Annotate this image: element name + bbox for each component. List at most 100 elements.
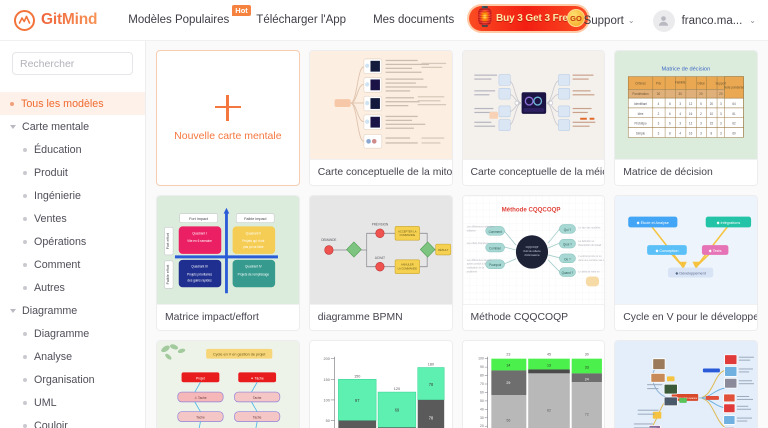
svg-text:réalisation de la: réalisation de la — [466, 267, 484, 270]
svg-text:3: 3 — [720, 131, 722, 135]
header-right: Support ⌄ franco.ma... ⌄ — [584, 0, 756, 41]
chevron-down-icon — [10, 308, 16, 313]
bullet-icon — [23, 285, 27, 290]
svg-text:33: 33 — [584, 365, 588, 369]
sidebar-item-education[interactable]: Éducation — [0, 138, 145, 161]
svg-text:3: 3 — [720, 112, 722, 116]
sidebar-item-label: Ventes — [34, 212, 67, 225]
brand-logo[interactable]: GitMind — [14, 9, 98, 31]
svg-text:Critères: Critères — [635, 81, 646, 85]
card-thumbnail — [462, 51, 605, 159]
svg-text:30: 30 — [657, 92, 661, 96]
template-card-matrice-decision[interactable]: Matrice de décision — [614, 50, 758, 186]
nav-item-telecharger-app[interactable]: Télécharger l'App — [256, 14, 347, 26]
card-title: Cycle en V pour le développeme... — [615, 304, 757, 330]
svg-text:Prototipo: Prototipo — [635, 122, 647, 126]
username-label: franco.ma... — [681, 14, 743, 27]
svg-text:Tache: Tache — [253, 416, 262, 420]
nav-item-mes-documents[interactable]: Mes documents — [373, 14, 455, 26]
promo-go-button[interactable]: GO — [567, 9, 585, 27]
app-header: GitMind Modèles Populaires Hot Télécharg… — [0, 0, 768, 41]
svg-text:24: 24 — [584, 377, 588, 381]
sidebar-item-couloir[interactable]: Couloir — [0, 414, 145, 428]
sidebar-item-diagramme-group[interactable]: Diagramme — [0, 299, 145, 322]
sidebar-item-carte-mentale[interactable]: Carte mentale — [0, 115, 145, 138]
svg-text:Projet: Projet — [196, 376, 205, 380]
sidebar-item-label: Couloir — [34, 419, 68, 428]
template-card-media-mindmap[interactable]: Plan de prévention séance 102 — [614, 340, 758, 428]
svg-text:Tache: Tache — [196, 416, 205, 420]
svg-text:Support: Support — [716, 81, 727, 85]
sidebar-item-label: Produit — [34, 166, 68, 179]
sidebar-item-operations[interactable]: Opérations — [0, 230, 145, 253]
search-input[interactable] — [20, 57, 145, 70]
svg-text:Quoi ?: Quoi ? — [562, 243, 571, 247]
svg-text:16: 16 — [689, 131, 693, 135]
support-menu[interactable]: Support ⌄ — [584, 15, 635, 27]
user-menu[interactable]: franco.ma... ⌄ — [652, 9, 756, 32]
new-mindmap-card[interactable]: Nouvelle carte mentale — [156, 50, 300, 186]
svg-text:Idée: Idée — [638, 112, 644, 116]
template-card-cqqcoqp[interactable]: Méthode CQQCOQP CQQCOQP Outil de collect… — [461, 195, 606, 331]
svg-text:29: 29 — [506, 381, 510, 385]
bullet-icon — [23, 354, 27, 359]
bullet-icon — [23, 423, 27, 428]
svg-text:3: 3 — [658, 131, 660, 135]
sidebar-item-analyse[interactable]: Analyse — [0, 345, 145, 368]
template-card-gantt-gestion-projet[interactable]: Cycle en V en gestion de projet Projet ⚠… — [156, 340, 300, 428]
svg-text:dans une certaine cas exemple: dans une certaine cas exemple — [578, 259, 604, 262]
svg-text:◆ Étude et Analyse: ◆ Étude et Analyse — [637, 220, 669, 225]
svg-text:La définition et: La définition et — [578, 240, 594, 243]
svg-text:pas pu se faire: pas pu se faire — [243, 245, 264, 249]
svg-text:72: 72 — [584, 413, 588, 417]
svg-text:62: 62 — [546, 409, 550, 413]
svg-text:Projets qui n'ont: Projets qui n'ont — [242, 239, 264, 243]
bullet-icon — [10, 101, 14, 106]
svg-text:8: 8 — [669, 131, 671, 135]
svg-text:20: 20 — [480, 424, 484, 428]
svg-text:40: 40 — [480, 407, 484, 411]
svg-text:16: 16 — [689, 112, 693, 116]
chevron-down-icon: ⌄ — [627, 16, 635, 25]
bullet-icon — [23, 239, 27, 244]
svg-text:2: 2 — [658, 112, 660, 116]
sidebar-item-produit[interactable]: Produit — [0, 161, 145, 184]
search-box[interactable] — [12, 52, 145, 75]
sidebar-item-ingenierie[interactable]: Ingénierie — [0, 184, 145, 207]
promo-banner[interactable]: 🏮 Buy 3 Get 3 Free GO — [469, 6, 588, 31]
svg-text:DEMANDE: DEMANDE — [321, 238, 336, 242]
svg-text:Tache: Tache — [253, 396, 262, 400]
thumb-art-cqqcoqp: Méthode CQQCOQP CQQCOQP Outil de collect… — [462, 196, 605, 304]
template-card-meiose[interactable]: Carte conceptuelle de la méiose — [461, 50, 606, 186]
sidebar-item-ventes[interactable]: Ventes — [0, 207, 145, 230]
sidebar-item-uml[interactable]: UML — [0, 391, 145, 414]
svg-text:10: 10 — [710, 112, 714, 116]
nav-item-modeles-populaires[interactable]: Modèles Populaires Hot — [128, 5, 252, 26]
chevron-down-icon: ⌄ — [749, 16, 756, 25]
svg-text:Délai: Délai — [698, 81, 705, 85]
template-card-bpmn[interactable]: DEMANDE PRÉVISION ACHAT ACCEPTER LA COMM… — [308, 195, 453, 331]
sidebar-item-comment[interactable]: Comment — [0, 253, 145, 276]
svg-text:Outil de collecte: Outil de collecte — [523, 250, 541, 253]
svg-text:6: 6 — [669, 122, 671, 126]
template-card-mitose[interactable]: Carte conceptuelle de la mitose — [308, 50, 453, 186]
svg-text:Projets prioritaires: Projets prioritaires — [187, 272, 212, 276]
svg-text:LA COMMANDE: LA COMMANDE — [397, 267, 417, 271]
svg-text:23: 23 — [506, 353, 510, 357]
sidebar-item-label: Comment — [34, 258, 81, 271]
svg-text:120: 120 — [394, 387, 400, 391]
sidebar-item-autres[interactable]: Autres — [0, 276, 145, 299]
template-card-matrice-impact-effort[interactable]: Fort impact Faible impact Fort effort Fa… — [156, 195, 300, 331]
svg-text:90: 90 — [480, 365, 484, 369]
svg-text:100: 100 — [478, 357, 484, 361]
sidebar-item-diagramme[interactable]: Diagramme — [0, 322, 145, 345]
sidebar-item-tous-les-modeles[interactable]: Tous les modèles — [0, 92, 145, 115]
brand-name: GitMind — [41, 11, 98, 28]
sidebar-item-organisation[interactable]: Organisation — [0, 368, 145, 391]
template-card-cycle-en-v[interactable]: ◆ Étude et Analyse ◆ Intégrations ◆ Conc… — [614, 195, 758, 331]
svg-text:70: 70 — [480, 382, 484, 386]
